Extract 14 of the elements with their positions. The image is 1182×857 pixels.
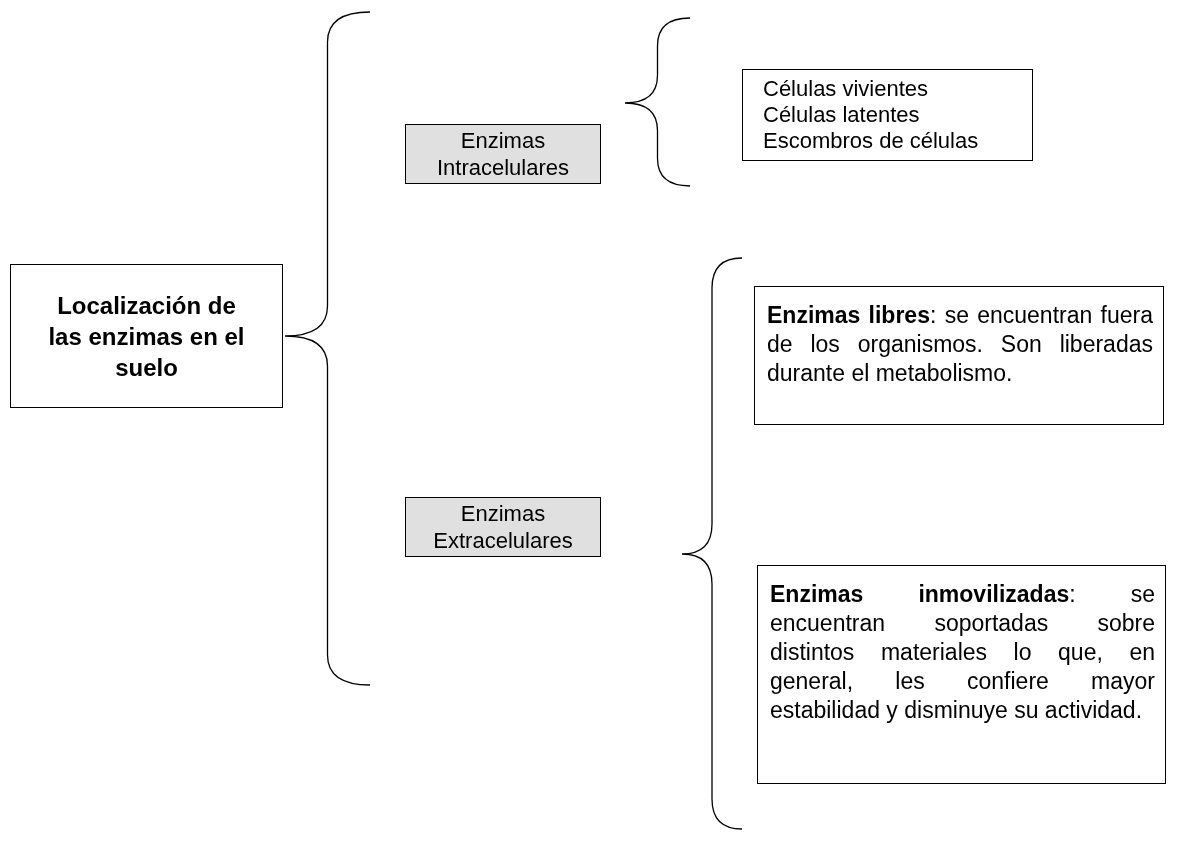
title-box [10,264,283,408]
category-label: Enzimas Extracelulares [432,500,574,554]
list-item: Células latentes [763,102,921,128]
list-box [742,69,1033,161]
description-text: Enzimas inmovilizadas: se encuentran soportadas sobre distintos materiales lo que, en general, les confiere mayor estabilidad y disminuye su actividad. [770,580,1155,725]
list-item: Células vivientes [763,76,930,102]
category-label: Enzimas Intracelulares [435,127,571,181]
category-box [405,124,601,184]
box-title: Localización de las enzimas en el suelo [47,290,246,383]
list-item: Escombros de células [763,128,980,154]
description-box [757,565,1166,784]
description-box [754,286,1164,425]
category-box [405,497,601,557]
description-text: Enzimas libres: se encuentran fuera de los organismos. Son liberadas durante el metabolismo. [767,301,1153,388]
